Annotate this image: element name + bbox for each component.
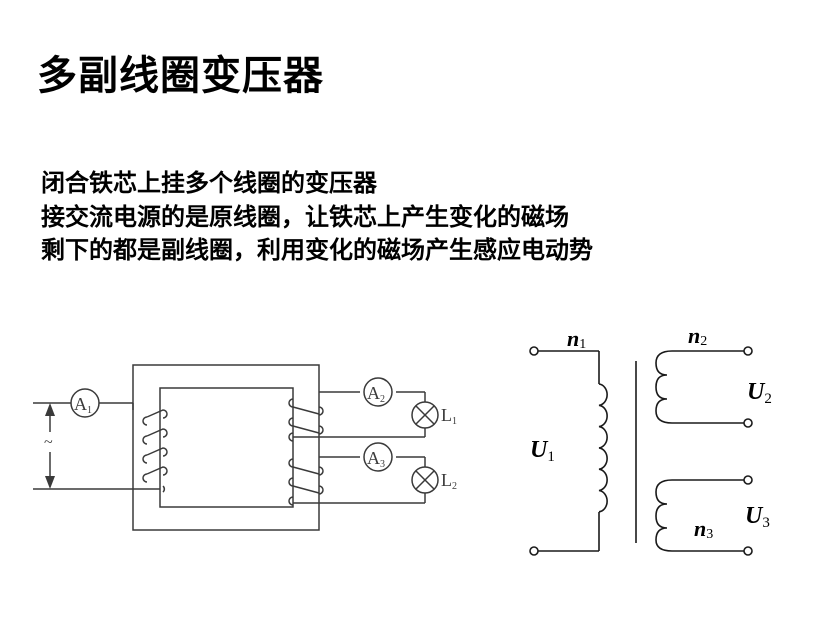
body-line-1: 闭合铁芯上挂多个线圈的变压器 <box>41 169 377 197</box>
secondary-coil-1 <box>288 391 425 442</box>
primary-coil <box>132 403 168 493</box>
secondary-winding-n2 <box>655 350 673 424</box>
label-u3: U3 <box>745 503 770 531</box>
lamp-l1-label: L1 <box>441 405 457 427</box>
ammeter-a3-label: A3 <box>367 448 385 470</box>
secondary-coil-2 <box>288 456 425 506</box>
primary-terminal-bottom <box>529 546 539 556</box>
label-u2: U2 <box>747 379 772 407</box>
label-u1: U1 <box>530 437 555 465</box>
ammeter-a3 <box>363 442 393 472</box>
ammeter-a1 <box>70 388 100 418</box>
body-line-2: 接交流电源的是原线圈，让铁芯上产生变化的磁场 <box>41 202 569 231</box>
core-window <box>159 387 294 508</box>
n2-terminal-bottom <box>743 418 753 428</box>
ammeter-a2-label: A2 <box>367 383 385 405</box>
label-n3: n3 <box>694 516 713 542</box>
lamp-l2 <box>411 466 439 494</box>
n3-terminal-top <box>743 475 753 485</box>
body-line-3: 剩下的都是副线圈，利用变化的磁场产生感应电动势 <box>41 236 593 264</box>
n2-terminal-top <box>743 346 753 356</box>
ammeter-a1-label: A1 <box>74 394 92 416</box>
label-n2: n2 <box>688 323 707 349</box>
primary-terminal-top <box>529 346 539 356</box>
lamp-l2-label: L2 <box>441 470 457 492</box>
secondary-winding-n3 <box>655 479 673 552</box>
slide-title: 多副线圈变压器 <box>37 53 324 99</box>
ac-source-symbol: ~ <box>44 434 53 451</box>
arrow-up-icon <box>45 403 55 416</box>
lamp-l1 <box>411 401 439 429</box>
ammeter-a2 <box>363 377 393 407</box>
label-n1: n1 <box>567 326 586 352</box>
n3-terminal-bottom <box>743 546 753 556</box>
slide-body: 闭合铁芯上挂多个线圈的变压器 接交流电源的是原线圈，让铁芯上产生变化的磁场 剩下… <box>41 167 593 268</box>
primary-winding <box>598 383 608 513</box>
arrow-down-icon <box>45 476 55 489</box>
core-outer <box>132 364 320 531</box>
